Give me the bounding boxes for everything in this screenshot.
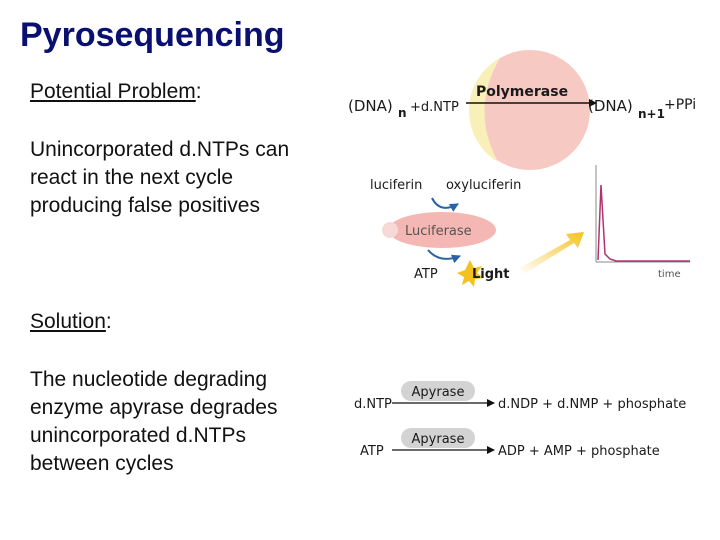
light-emission-arrow [520, 232, 584, 274]
apyrase-substrate-1: d.NTP [354, 397, 392, 412]
apyrase-products-2: ADP + AMP + phosphate [498, 444, 660, 459]
apyrase-label-1: Apyrase [412, 385, 465, 400]
luciferin-conversion-arrow [432, 198, 458, 208]
dna-n1-label: (DNA) [588, 97, 633, 115]
luciferin-label: luciferin [370, 178, 422, 193]
light-label: Light [472, 267, 510, 282]
dna-n-subscript: n [398, 106, 407, 120]
apyrase-reaction-atp: ATP Apyrase ADP + AMP + phosphate [360, 428, 660, 459]
apyrase-reaction-dntp: d.NTP Apyrase d.NDP + d.NMP + phosphate [354, 381, 686, 412]
apyrase-substrate-2: ATP [360, 444, 384, 459]
signal-peak-curve [598, 185, 690, 261]
atp-conversion-arrow [428, 250, 460, 259]
time-axis-label: time [658, 269, 681, 280]
apyrase-products-1: d.NDP + d.NMP + phosphate [498, 397, 686, 412]
ppi-label: +PPi [664, 97, 696, 113]
light-signal-plot: time [596, 165, 690, 280]
polymerase-reaction: Polymerase (DNA) n +d.NTP (DNA) n+1 +PPi [348, 50, 696, 170]
luciferase-reaction: luciferin oxyluciferin Luciferase ATP Li… [370, 178, 584, 287]
atp-label: ATP [414, 267, 438, 282]
polymerase-label: Polymerase [476, 84, 568, 100]
luciferase-lobe [382, 222, 398, 238]
dntp-label: +d.NTP [410, 100, 459, 115]
oxyluciferin-label: oxyluciferin [446, 178, 521, 193]
apyrase-label-2: Apyrase [412, 432, 465, 447]
dna-n-label: (DNA) [348, 97, 393, 115]
dna-n1-subscript: n+1 [638, 107, 665, 121]
luciferase-label: Luciferase [405, 224, 472, 239]
